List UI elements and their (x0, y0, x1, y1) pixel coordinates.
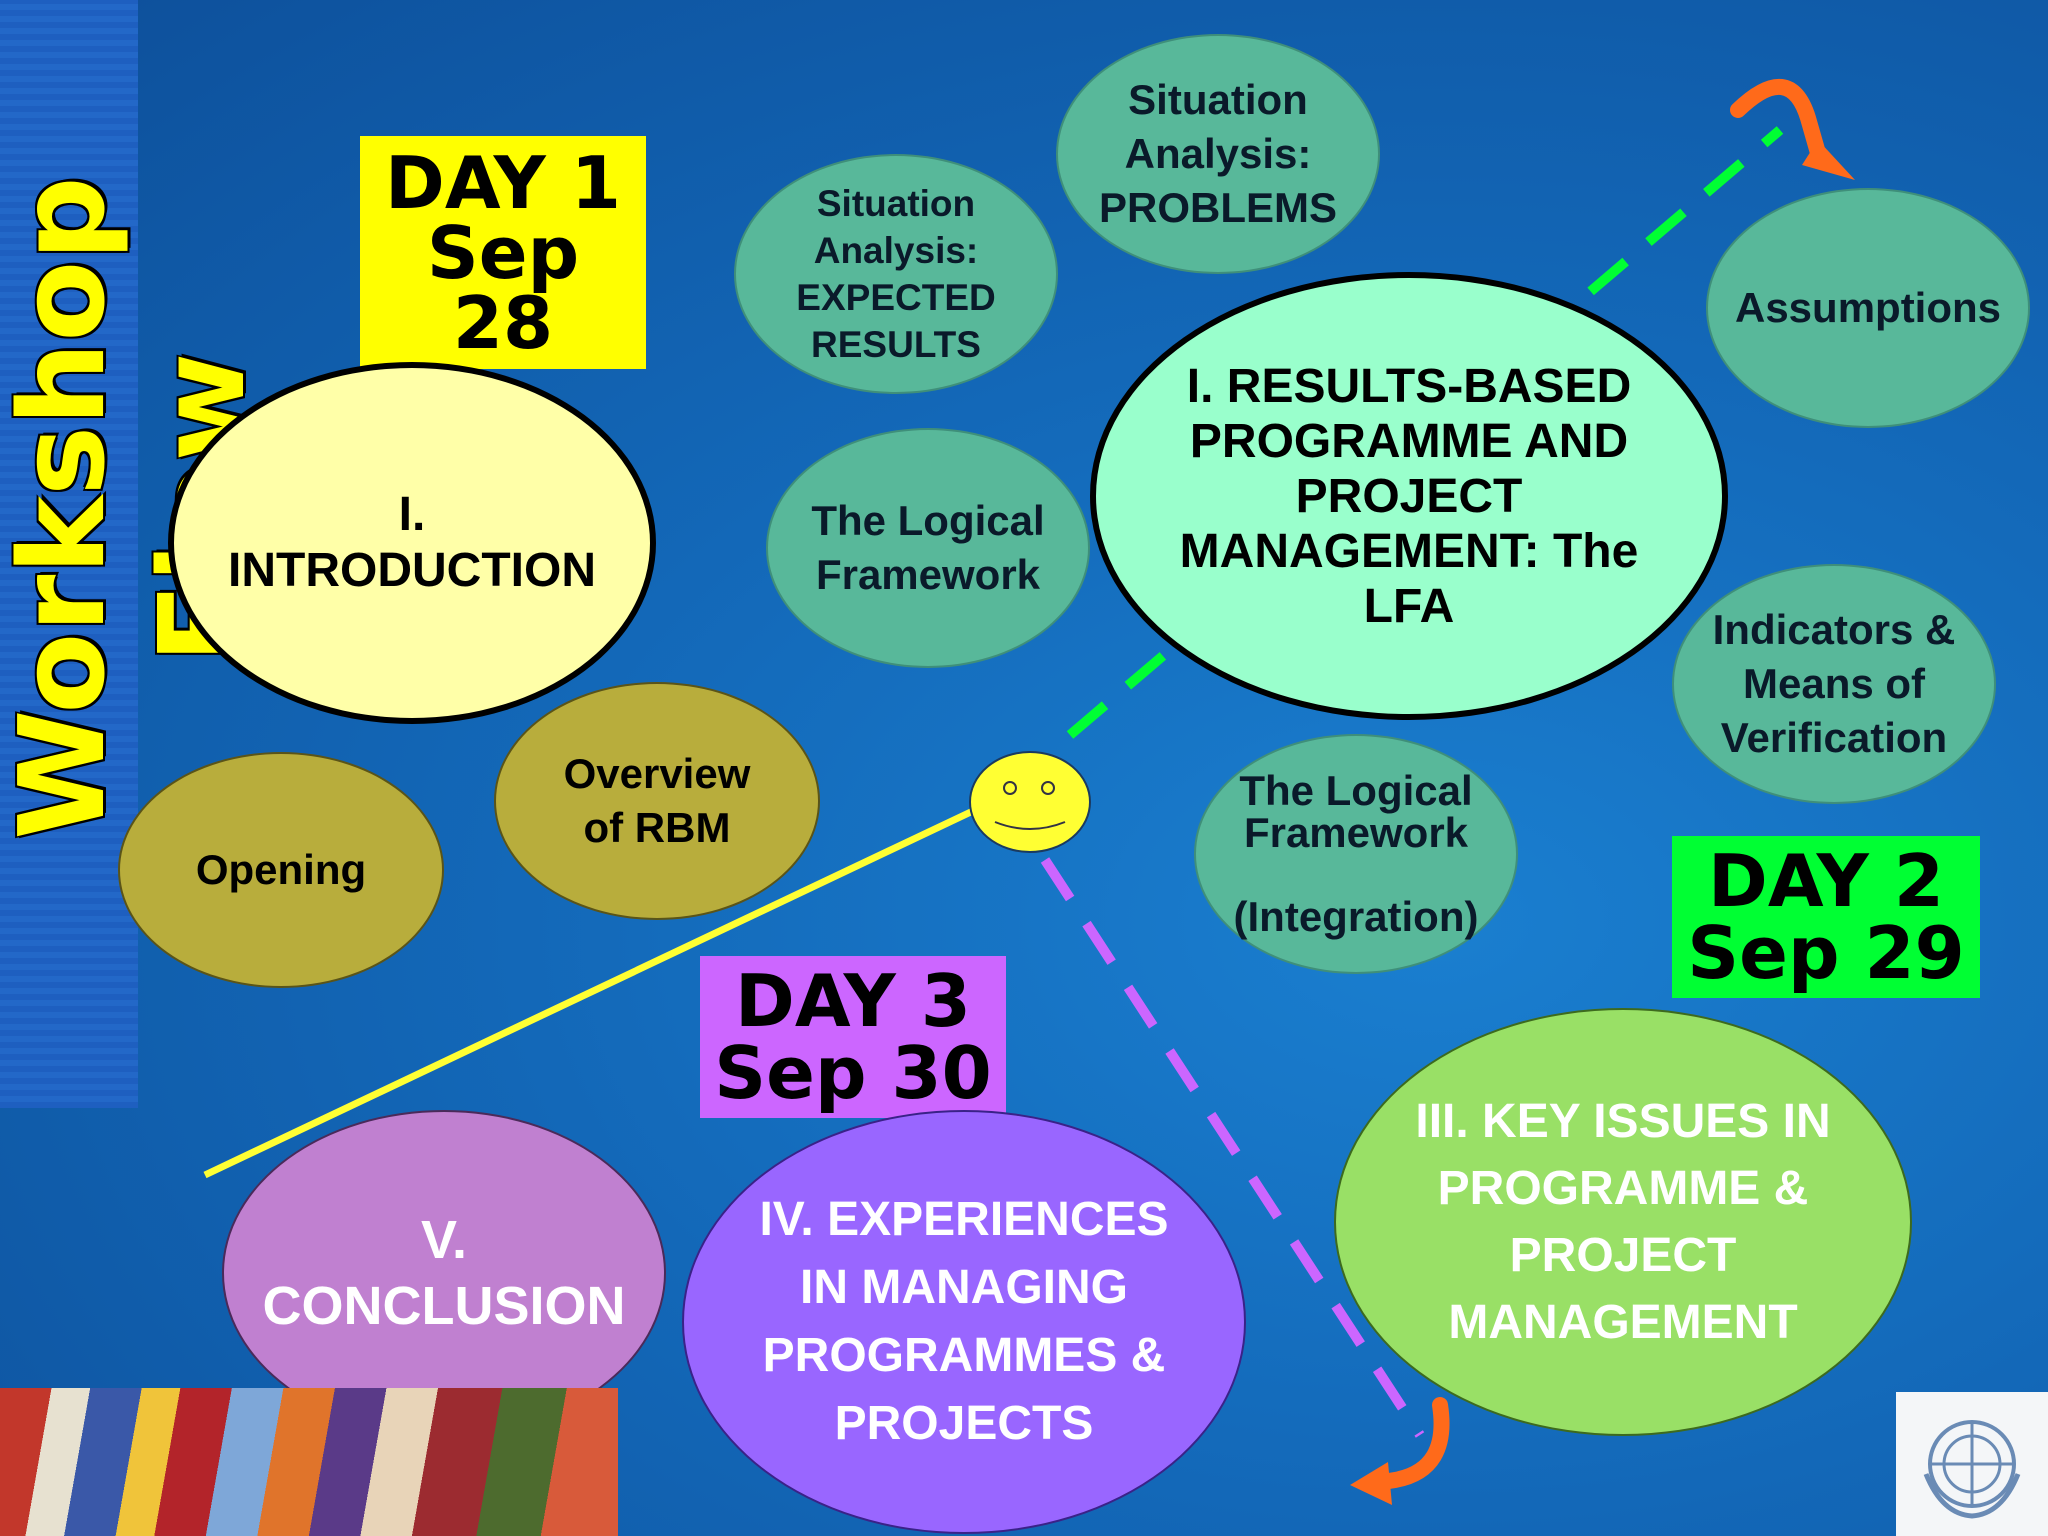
day3-label: DAY 3 Sep 30 (700, 956, 1006, 1118)
indicators-label: Indicators & Means of Verification (1712, 606, 1956, 761)
un-emblem-icon (1896, 1392, 2048, 1536)
un-emblem-graphic (1923, 1420, 2021, 1519)
logical-framework-integration-label: The Logical Framework (Integration) (1233, 767, 1479, 940)
key-issues-node: III. KEY ISSUES IN PROGRAMME & PROJECT M… (1334, 1008, 1912, 1436)
introduction-node: I. INTRODUCTION (168, 362, 656, 724)
logical-framework-node: The Logical Framework (766, 428, 1090, 668)
sidebar-panel (0, 0, 138, 1108)
assumptions-label: Assumptions (1734, 284, 2002, 331)
opening-node-label: Opening (195, 846, 367, 893)
curved-arrow-top-icon (1730, 78, 1855, 180)
results-based-lfa-label: I. RESULTS-BASED PROGRAMME AND PROJECT M… (1179, 359, 1639, 633)
yellow-timeline (203, 806, 977, 1179)
opening-node: Opening (118, 752, 444, 988)
violet-dashed-path (1040, 857, 1425, 1438)
conclusion-label: V. CONCLUSION (262, 1210, 626, 1336)
curved-arrow-bottom-icon (1350, 1397, 1450, 1505)
smiley-face-icon (969, 751, 1091, 853)
situation-analysis-expected-label: Situation Analysis: EXPECTED RESULTS (796, 183, 996, 365)
experiences-node: IV. EXPERIENCES IN MANAGING PROGRAMMES &… (682, 1110, 1246, 1534)
indicators-node: Indicators & Means of Verification (1672, 564, 1996, 804)
assumptions-node: Assumptions (1706, 188, 2030, 428)
introduction-node-label: I. INTRODUCTION (228, 488, 596, 597)
decorative-artwork (0, 1388, 618, 1536)
situation-analysis-expected-node: Situation Analysis: EXPECTED RESULTS (734, 154, 1058, 394)
results-based-lfa-node: I. RESULTS-BASED PROGRAMME AND PROJECT M… (1090, 272, 1728, 720)
day1-label: DAY 1 Sep 28 (360, 136, 646, 369)
overview-rbm-node: Overview of RBM (494, 682, 820, 920)
overview-rbm-node-label: Overview of RBM (563, 750, 751, 851)
logical-framework-label: The Logical Framework (811, 497, 1045, 598)
logical-framework-integration-node: The Logical Framework (Integration) (1194, 734, 1518, 974)
situation-analysis-problems-node: Situation Analysis: PROBLEMS (1056, 34, 1380, 274)
situation-analysis-problems-label: Situation Analysis: PROBLEMS (1098, 76, 1337, 231)
day2-label: DAY 2 Sep 29 (1672, 836, 1980, 998)
conclusion-node: V. CONCLUSION (222, 1110, 666, 1436)
experiences-label: IV. EXPERIENCES IN MANAGING PROGRAMMES &… (759, 1193, 1169, 1450)
key-issues-label: III. KEY ISSUES IN PROGRAMME & PROJECT M… (1415, 1095, 1831, 1349)
